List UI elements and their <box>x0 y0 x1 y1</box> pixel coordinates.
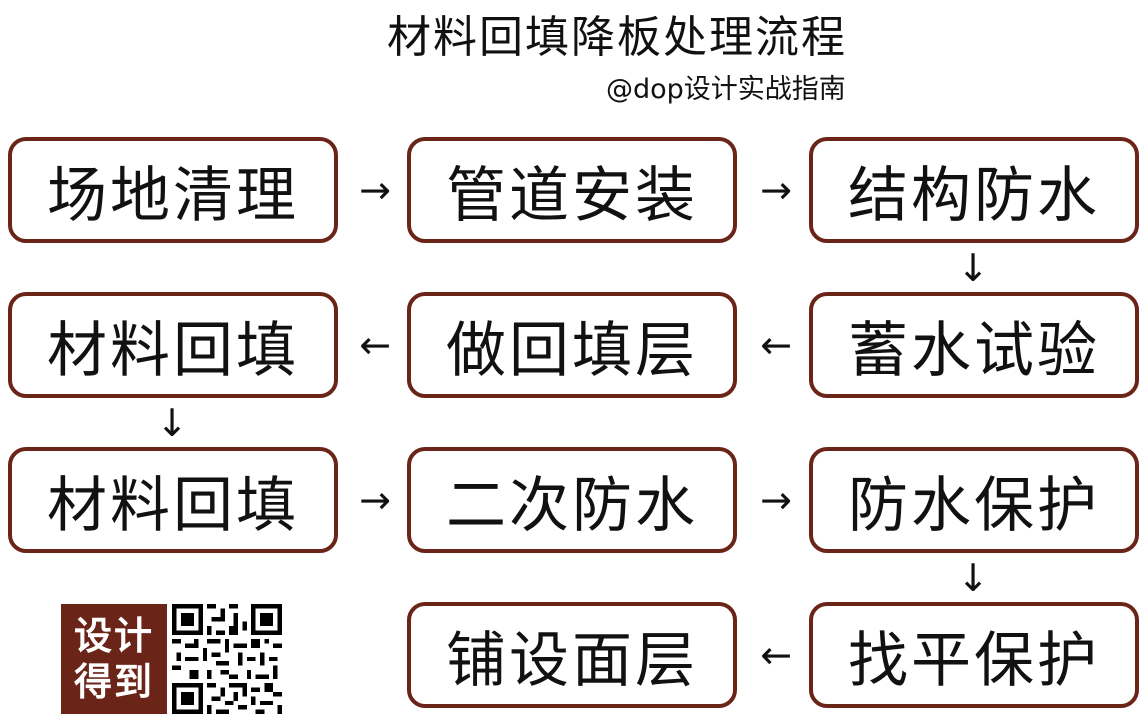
arrow-left-icon: ← <box>760 323 792 367</box>
logo-text-line1: 设计 <box>73 614 154 658</box>
arrow-down-icon: ↓ <box>957 246 989 290</box>
step-material-backfill-2: 材料回填 <box>8 447 338 553</box>
arrow-right-icon: → <box>359 168 391 212</box>
logo-text-line2: 得到 <box>73 660 154 704</box>
step-backfill-layer: 做回填层 <box>407 292 737 398</box>
step-waterproof-protection: 防水保护 <box>809 447 1139 553</box>
step-surface-laying: 铺设面层 <box>407 602 737 708</box>
logo: 设计 得到 <box>61 604 167 714</box>
arrow-left-icon: ← <box>359 323 391 367</box>
arrow-right-icon: → <box>760 478 792 522</box>
author-credit: @dop设计实战指南 <box>606 74 846 105</box>
step-material-backfill-1: 材料回填 <box>8 292 338 398</box>
page-title: 材料回填降板处理流程 <box>387 12 847 63</box>
qr-code-icon <box>172 604 282 714</box>
step-site-clearing: 场地清理 <box>8 137 338 243</box>
step-pipe-installation: 管道安装 <box>407 137 737 243</box>
arrow-down-icon: ↓ <box>957 556 989 600</box>
step-water-test: 蓄水试验 <box>809 292 1139 398</box>
step-structural-waterproofing: 结构防水 <box>809 137 1139 243</box>
step-leveling-protection: 找平保护 <box>809 602 1139 708</box>
arrow-left-icon: ← <box>760 633 792 677</box>
arrow-right-icon: → <box>760 168 792 212</box>
step-secondary-waterproofing: 二次防水 <box>407 447 737 553</box>
arrow-down-icon: ↓ <box>156 401 188 445</box>
arrow-right-icon: → <box>359 478 391 522</box>
